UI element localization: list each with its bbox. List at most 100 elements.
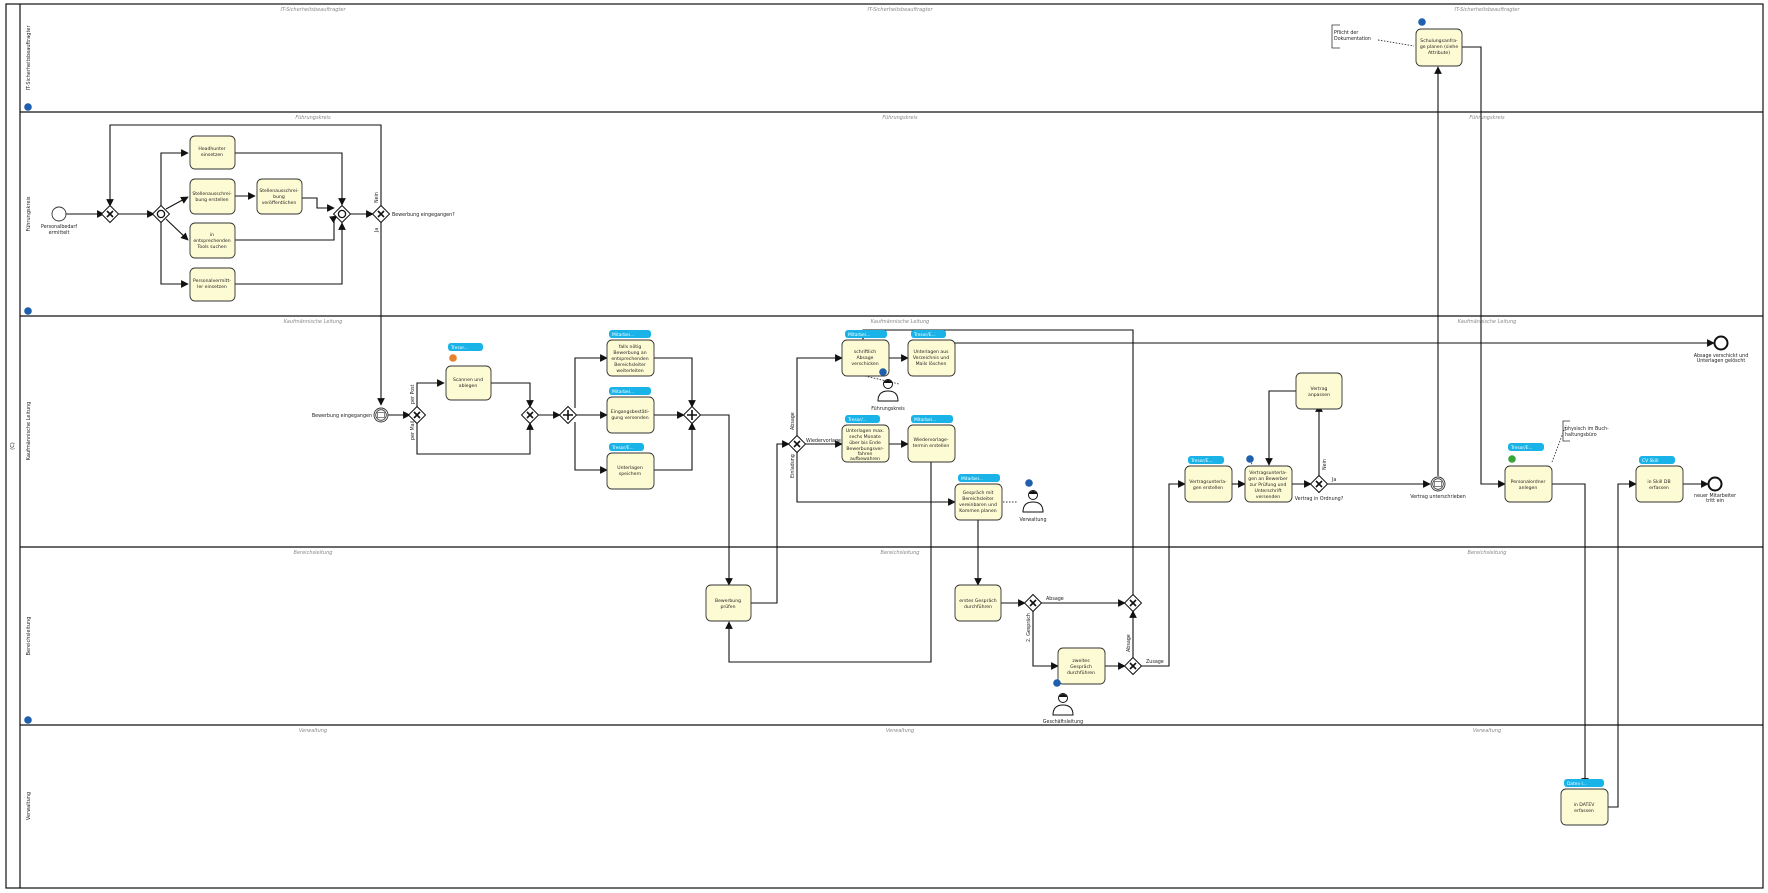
badge[interactable]: Tresor/E... xyxy=(1508,443,1544,451)
event-label: Absage verschickt und xyxy=(1694,353,1749,359)
task-headhunter[interactable]: Headhunter einsetzen xyxy=(189,135,236,170)
badge-label: Mitarbei... xyxy=(612,389,634,395)
task-label: durchführen xyxy=(1067,670,1095,676)
end-event[interactable] xyxy=(1707,476,1723,492)
link-icon[interactable] xyxy=(1418,18,1426,26)
link-icon[interactable] xyxy=(1053,679,1061,687)
flow-label: per Post xyxy=(410,384,416,404)
task-vertrag-versenden[interactable]: Vertragsunterla- gen an Bewerber zur Prü… xyxy=(1244,465,1293,503)
link-icon[interactable] xyxy=(24,307,32,315)
badge[interactable]: Tresor/E... xyxy=(1188,456,1224,464)
gateway-and[interactable] xyxy=(682,405,702,425)
task-stellenausschreibung-erstellen[interactable]: Stellenausschrei- bung erstellen xyxy=(189,178,236,215)
task-label: Personalordner xyxy=(1511,479,1546,485)
badge[interactable]: Tresor/E... xyxy=(911,330,946,338)
badge[interactable]: Tresor/E... xyxy=(609,443,644,451)
task-bewerbung-weiterleiten[interactable]: falls nötig Bewerbung an entsprechenden … xyxy=(606,339,655,377)
gateway-xor[interactable] xyxy=(1123,656,1143,676)
gateway-xor[interactable] xyxy=(1023,593,1043,613)
task-zweites-gespraech[interactable]: zweites Gespräch durchführen xyxy=(1057,647,1106,685)
lane-label-verwaltung: Verwaltung xyxy=(26,792,32,820)
gateway-xor[interactable] xyxy=(787,434,807,454)
link-icon[interactable] xyxy=(24,103,32,111)
task-vertrag-anpassen[interactable]: Vertrag anpassen xyxy=(1295,372,1343,410)
start-event[interactable] xyxy=(51,206,67,222)
flow-label: 2. Gespräch xyxy=(1026,613,1032,642)
task-wiedervorlage[interactable]: Wiedervorlage- termin erstellen xyxy=(907,424,956,463)
badge[interactable]: Datev l... xyxy=(1564,779,1604,787)
badge[interactable]: Mitarbei... xyxy=(609,387,651,395)
badge[interactable]: Mitarbei... xyxy=(609,330,651,338)
task-label: erfassen xyxy=(1574,808,1594,814)
task-unterlagen-aufbewahren[interactable]: Unterlagen max. sechs Monate über bis En… xyxy=(841,424,890,463)
badge[interactable]: Tresor... xyxy=(448,343,483,351)
person-icon[interactable] xyxy=(877,379,899,402)
task-label: zur Prüfung und xyxy=(1250,482,1287,488)
intermediate-message-event[interactable] xyxy=(373,407,389,423)
intermediate-message-event[interactable] xyxy=(1430,476,1446,492)
task-personalvermittler[interactable]: Personalvermitt- ler einsetzen xyxy=(189,267,236,302)
task-label: entsprechenden xyxy=(611,356,648,362)
task-personalordner[interactable]: Personalordner anlegen xyxy=(1504,465,1553,503)
link-icon[interactable] xyxy=(1246,455,1254,463)
badge-label: CV Skill xyxy=(1642,458,1658,464)
task-eingangsbestaetigung[interactable]: Eingangsbestäti- gung versenden xyxy=(606,396,655,434)
task-label: Unterschrift xyxy=(1254,488,1281,494)
task-unterlagen-loeschen[interactable]: Unterlagen aus Verzeichnis und Mails lös… xyxy=(907,339,956,377)
task-vertragsunterlagen-erstellen[interactable]: Vertragsunterla- gen erstellen xyxy=(1184,465,1233,503)
person-icon[interactable] xyxy=(1052,693,1074,716)
task-scannen[interactable]: Scannen und ablegen xyxy=(445,365,492,401)
person-icon[interactable] xyxy=(1022,490,1044,513)
badge[interactable]: CV Skill xyxy=(1639,456,1675,464)
task-label: Personalvermitt- xyxy=(193,278,231,284)
lane-label-it: IT-Sicherheitsbeauftragter xyxy=(26,25,32,91)
flow-label: Ja xyxy=(1331,477,1336,483)
task-label: prüfen xyxy=(720,604,735,610)
task-stellenausschreibung-veroeffentlichen[interactable]: Stellenausschrei- bung veröffentlichen xyxy=(256,178,303,215)
gateway-xor[interactable] xyxy=(371,204,391,224)
task-datev[interactable]: in DATEV erfassen xyxy=(1560,788,1609,826)
task-label: in DATEV xyxy=(1574,802,1596,808)
task-bewerbung-pruefen[interactable]: Bewerbung prüfen xyxy=(705,584,752,622)
alert-icon[interactable] xyxy=(449,354,457,362)
gateway-xor[interactable] xyxy=(100,204,120,224)
task-label: in Skill DB xyxy=(1647,479,1670,485)
status-icons xyxy=(449,18,1516,687)
badge[interactable]: Mitarbei... xyxy=(911,415,953,423)
task-schulung[interactable]: Schulungsanfra- ge planen (siehe Attribu… xyxy=(1415,28,1463,67)
link-icon[interactable] xyxy=(1025,479,1033,487)
gateway-and[interactable] xyxy=(558,405,578,425)
task-gespraech-vereinbaren[interactable]: Gespräch mit Bereichsleiter vereinbaren … xyxy=(954,483,1003,521)
check-icon[interactable] xyxy=(1508,455,1516,463)
gateway-xor[interactable] xyxy=(520,405,540,425)
badge-label: Tresor/E... xyxy=(1190,458,1213,464)
task-label: erstes Gespräch xyxy=(959,598,997,604)
task-label: entsprechenden xyxy=(193,238,230,244)
task-label: bung xyxy=(273,194,285,200)
event-label: Vertrag unterschrieben xyxy=(1410,494,1466,500)
task-unterlagen-speichern[interactable]: Unterlagen speichern xyxy=(606,452,655,490)
task-skill-db[interactable]: in Skill DB erfassen xyxy=(1635,465,1684,503)
badge-label: Tresor/E... xyxy=(913,332,936,338)
link-icon[interactable] xyxy=(879,368,887,376)
end-event[interactable] xyxy=(1713,335,1729,351)
task-label: Headhunter xyxy=(198,146,225,152)
badge[interactable]: Mitarbei... xyxy=(845,330,887,338)
gateway-xor[interactable] xyxy=(407,405,427,425)
task-label: Gespräch mit xyxy=(963,490,994,496)
gateway-xor[interactable] xyxy=(1123,593,1143,613)
flow-label: Wiedervorlage xyxy=(806,438,841,444)
gateway-xor[interactable] xyxy=(1309,474,1329,494)
task-tools-suchen[interactable]: in entsprechenden Tools suchen xyxy=(189,222,236,259)
gateway-or[interactable] xyxy=(151,204,171,224)
task-erstes-gespraech[interactable]: erstes Gespräch durchführen xyxy=(954,584,1002,622)
link-icon[interactable] xyxy=(24,716,32,724)
badge[interactable]: Mitarbei... xyxy=(958,474,1000,482)
flow-label: Absage xyxy=(1126,634,1132,652)
task-absage-verschicken[interactable]: schriftlich Absage verschicken xyxy=(841,339,890,377)
badge[interactable]: Tresor/... xyxy=(845,415,880,423)
flow-label: Nein xyxy=(1322,459,1328,470)
gateway-or[interactable] xyxy=(332,204,352,224)
lane-label-kaufm: Kaufmännische Leitung xyxy=(26,402,32,461)
lane-label-fuehrung: Führungskreis xyxy=(26,196,32,231)
